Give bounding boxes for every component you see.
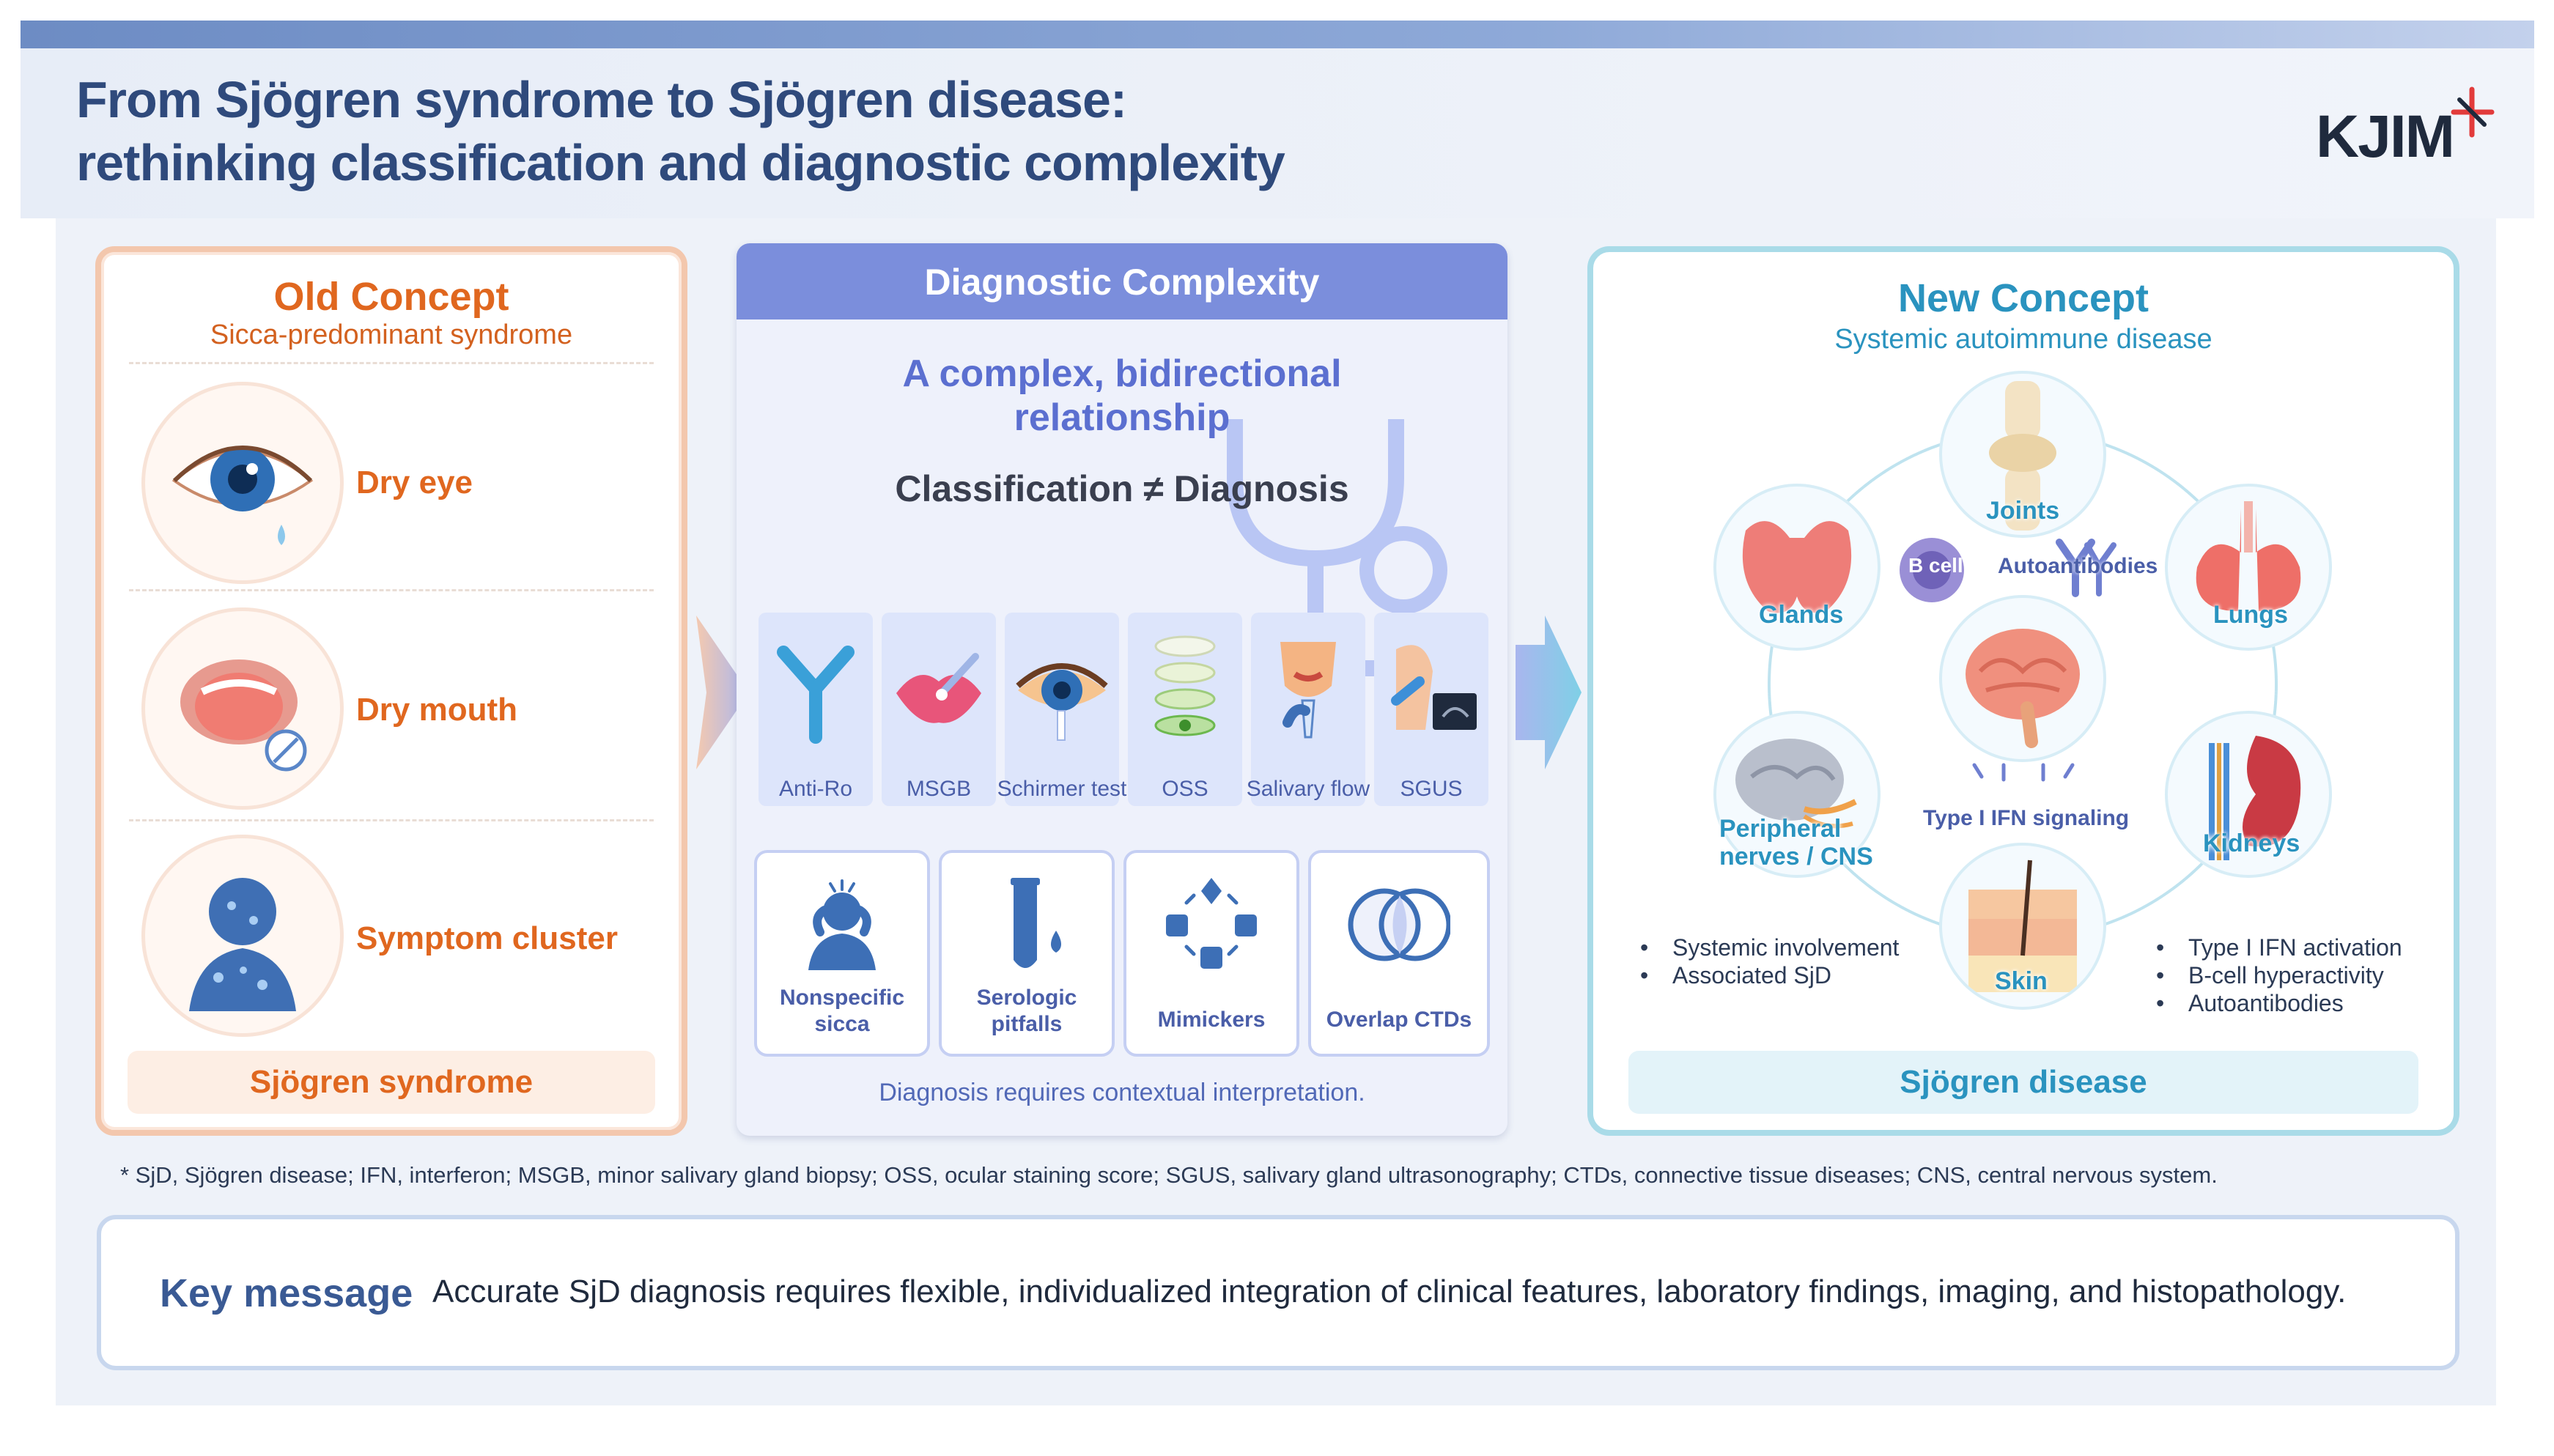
bullet-item: Systemic involvement <box>1640 934 1899 961</box>
sjogren-disease-label: Sjögren disease <box>1900 1064 2147 1100</box>
pitfall-label: Mimickers <box>1157 1008 1266 1032</box>
joints-icon <box>1942 374 2103 535</box>
lungs-icon <box>2168 487 2329 648</box>
b-cell-icon <box>1900 538 1964 602</box>
overlap-circles-icon <box>1348 888 1450 961</box>
relationship-line2: relationship <box>1014 396 1230 439</box>
ultrasound-icon <box>1391 645 1477 730</box>
test-tile-anti-ro: Anti-Ro <box>759 613 873 806</box>
pitfall-label: pitfalls <box>991 1012 1063 1036</box>
mouth-icon <box>145 611 340 806</box>
page-title-line2: rethinking classification and diagnostic… <box>76 134 1285 191</box>
dry-mouth-label: Dry mouth <box>356 692 517 728</box>
bullets-right: Type I IFN activation B-cell hyperactivi… <box>2156 934 2402 1017</box>
glands-icon <box>1716 487 1878 648</box>
kidneys-label: Kidneys <box>2203 829 2300 857</box>
msgb-label: MSGB <box>906 777 972 801</box>
brain-icon <box>1942 598 2103 759</box>
diagnostic-title: Diagnostic Complexity <box>924 262 1320 303</box>
arrow-right-icon <box>696 616 749 769</box>
divider <box>129 589 654 591</box>
test-tile-sgus: SGUS <box>1374 613 1488 806</box>
new-concept-subtitle: Systemic autoimmune disease <box>1834 324 2212 355</box>
lungs-label: Lungs <box>2213 601 2288 629</box>
new-concept-footer: Sjögren disease <box>1628 1051 2418 1114</box>
skin-label: Skin <box>1995 967 2048 995</box>
pitfall-nonspecific-sicca: Nonspecific sicca <box>754 850 930 1057</box>
old-concept-panel: Old Concept Sicca-predominant syndrome D… <box>95 246 687 1136</box>
b-cell-label: B cell <box>1908 554 1963 577</box>
pitfall-serologic: Serologic pitfalls <box>939 850 1115 1057</box>
dry-eye-label: Dry eye <box>356 465 473 500</box>
pitfall-label: Overlap CTDs <box>1326 1008 1472 1032</box>
test-tube-icon <box>1011 878 1061 968</box>
pitfall-label: sicca <box>814 1012 870 1036</box>
antibody-icon <box>2056 539 2116 597</box>
new-concept-title: New Concept <box>1897 276 2149 320</box>
divider <box>129 362 654 364</box>
person-icon <box>145 838 340 1033</box>
diagnostic-header: Diagnostic Complexity <box>737 243 1507 319</box>
abbreviations-footnote: * SjD, Sjögren disease; IFN, interferon;… <box>120 1162 2218 1188</box>
bullet-item: Autoantibodies <box>2156 989 2402 1017</box>
kidneys-icon <box>2168 714 2329 875</box>
divider <box>129 819 654 821</box>
bullet-item: B-cell hyperactivity <box>2156 961 2402 989</box>
bullets-left: Systemic involvement Associated SjD <box>1640 934 1899 989</box>
salivary-flow-icon <box>1280 642 1336 739</box>
logo-star-icon <box>2451 86 2495 138</box>
ocular-staining-icon <box>1154 635 1216 736</box>
test-tile-salivary-flow: Salivary flow <box>1247 613 1370 806</box>
pitfall-overlap-ctds: Overlap CTDs <box>1308 850 1490 1057</box>
symptom-cluster-label: Symptom cluster <box>356 920 618 956</box>
page-title-line1: From Sjögren syndrome to Sjögren disease… <box>76 71 1127 128</box>
kjim-logo: KJIM <box>2316 86 2499 182</box>
bullet-item: Associated SjD <box>1640 961 1899 989</box>
pitfall-label: Serologic <box>976 986 1077 1010</box>
salivary-flow-label: Salivary flow <box>1246 777 1370 801</box>
test-tile-msgb: MSGB <box>882 613 996 806</box>
skin-icon <box>1942 846 2103 1007</box>
key-message-text: Accurate SjD diagnosis requires flexible… <box>432 1274 2347 1309</box>
schirmer-test-label: Schirmer test <box>997 777 1127 801</box>
bullet-item: Type I IFN activation <box>2156 934 2402 961</box>
glands-label: Glands <box>1759 601 1844 629</box>
pitfall-mimickers: Mimickers <box>1123 850 1299 1057</box>
anti-ro-label: Anti-Ro <box>778 777 853 801</box>
antibody-icon <box>777 646 855 744</box>
old-concept-title: Old Concept <box>273 275 509 319</box>
old-concept-subtitle: Sicca-predominant syndrome <box>210 319 573 350</box>
ifn-signaling-label: Type I IFN signaling <box>1923 806 2130 830</box>
joints-label: Joints <box>1986 497 2060 525</box>
lip-biopsy-icon <box>896 653 981 723</box>
old-concept-footer: Sjögren syndrome <box>128 1051 655 1114</box>
top-accent-bar <box>21 21 2534 48</box>
nerves-icon <box>1716 714 1878 875</box>
key-message-box: Key message Accurate SjD diagnosis requi… <box>97 1215 2459 1370</box>
oss-label: OSS <box>1162 777 1208 801</box>
mimickers-icon <box>1166 878 1257 969</box>
relationship-line1: A complex, bidirectional <box>902 352 1342 395</box>
arrow-right-icon <box>1516 616 1582 769</box>
test-tile-schirmer: Schirmer test <box>997 613 1126 806</box>
new-concept-panel: New Concept Systemic autoimmune disease … <box>1587 246 2459 1136</box>
nerves-cns-label: nerves / CNS <box>1719 843 1873 871</box>
confused-person-icon <box>808 879 876 970</box>
autoantibodies-label: Autoantibodies <box>1998 554 2158 578</box>
test-tile-oss: OSS <box>1128 613 1242 806</box>
diagnostic-note: Diagnosis requires contextual interpreta… <box>879 1079 1365 1106</box>
peripheral-nerves-label: Peripheral <box>1719 815 1842 843</box>
pitfall-label: Nonspecific <box>779 986 905 1010</box>
sjogren-syndrome-label: Sjögren syndrome <box>249 1064 534 1100</box>
logo-text: KJIM <box>2316 103 2455 170</box>
classification-vs-diagnosis: Classification ≠ Diagnosis <box>895 468 1349 509</box>
sgus-label: SGUS <box>1400 777 1463 801</box>
diagnostic-complexity-panel: Diagnostic Complexity A complex, bidirec… <box>737 243 1507 1136</box>
key-message-label: Key message <box>160 1271 413 1315</box>
header-band <box>21 48 2534 218</box>
eye-icon <box>145 385 340 580</box>
schirmer-eye-icon <box>1016 663 1108 741</box>
